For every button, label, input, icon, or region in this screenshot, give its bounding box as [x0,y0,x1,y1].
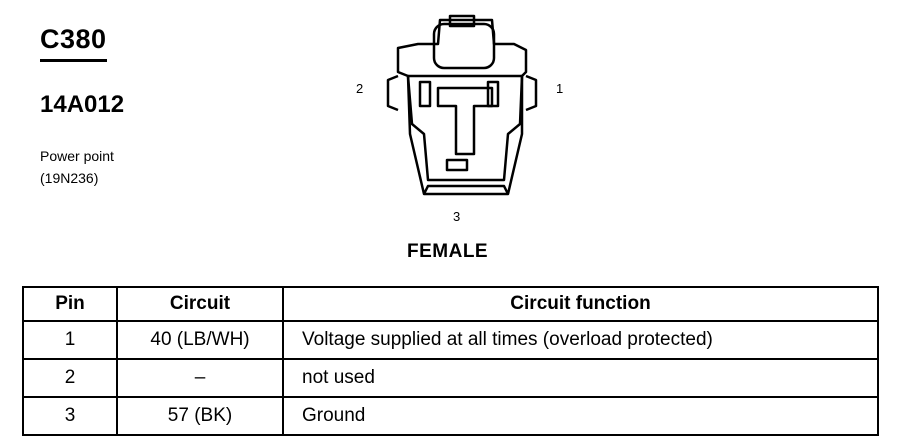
circuit-cell: 57 (BK) [116,396,284,436]
component-part-code: (19N236) [40,170,99,186]
pin-2-side-ear [386,74,399,112]
table-header-row: Pin Circuit Circuit function [22,286,879,322]
connector-face-drawing [386,14,538,196]
center-key [436,86,494,156]
pin-3-terminal-slot [445,158,469,172]
connector-housing-outline [396,18,528,196]
pin-3-label: 3 [453,209,461,224]
circuit-function-cell: not used [282,358,879,398]
connector-gender-label: FEMALE [407,241,489,262]
column-header-circuit-function: Circuit function [282,286,879,322]
pin-1-label: 1 [556,81,564,96]
connector-inner-body [406,74,524,182]
pin-cell: 2 [22,358,118,398]
table-row: 2 – not used [22,358,879,398]
housing-base [422,184,510,195]
pinout-table: Pin Circuit Circuit function 1 40 (LB/WH… [22,286,879,436]
connector-id: C380 [40,26,107,62]
pin-2-terminal-slot [418,80,432,108]
component-description: Power point [40,148,114,164]
column-header-pin: Pin [22,286,118,322]
circuit-function-cell: Ground [282,396,879,436]
pin-cell: 1 [22,320,118,360]
circuit-cell: 40 (LB/WH) [116,320,284,360]
pin-1-side-ear [525,74,538,112]
column-header-circuit: Circuit [116,286,284,322]
part-number: 14A012 [40,91,125,118]
circuit-function-cell: Voltage supplied at all times (overload … [282,320,879,360]
circuit-cell: – [116,358,284,398]
table-row: 1 40 (LB/WH) Voltage supplied at all tim… [22,320,879,360]
table-row: 3 57 (BK) Ground [22,396,879,436]
connector-latch [432,22,496,70]
latch-tab [448,14,476,28]
pin-cell: 3 [22,396,118,436]
pin-2-label: 2 [356,81,364,96]
